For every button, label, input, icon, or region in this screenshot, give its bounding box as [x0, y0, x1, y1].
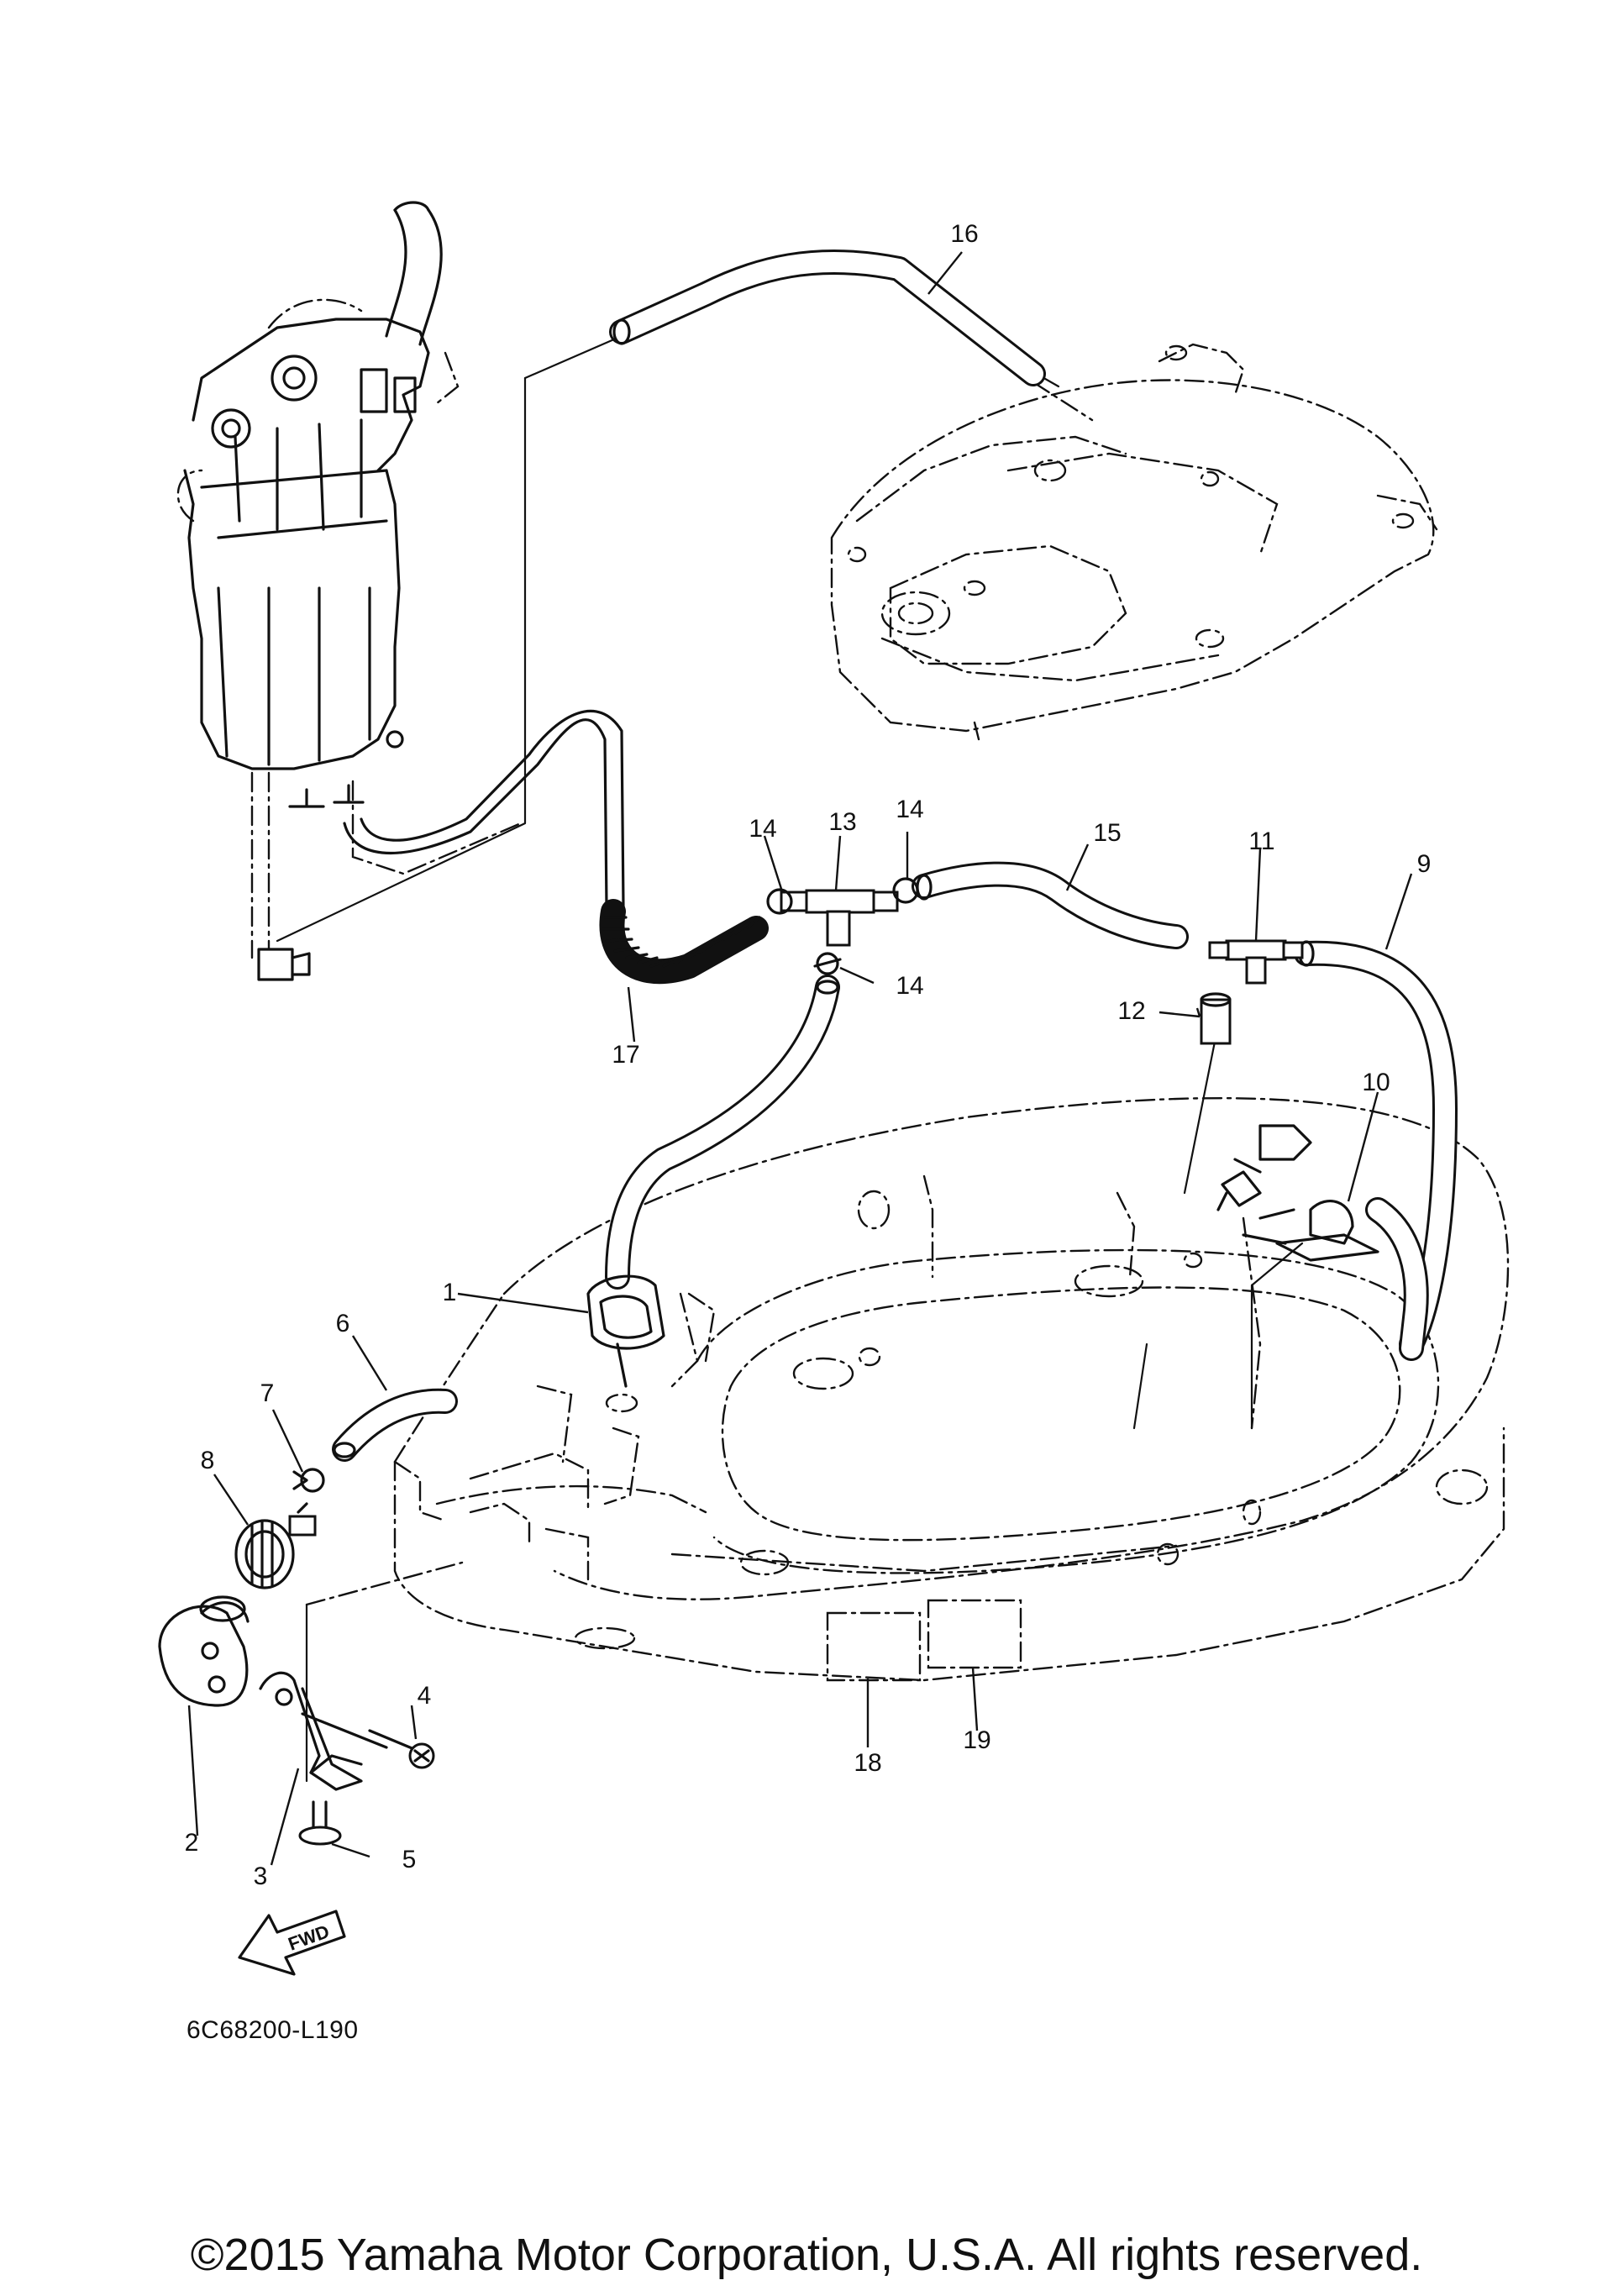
callout-18: 18 — [854, 1749, 881, 1777]
bolt-5 — [298, 1800, 342, 1846]
callout-14b: 14 — [896, 796, 923, 823]
callout-14c: 14 — [896, 972, 923, 1000]
callout-11: 11 — [1248, 828, 1274, 855]
t-joint-13 — [780, 889, 899, 947]
bottom-cowling — [393, 1096, 1510, 1682]
callout-17: 17 — [612, 1041, 639, 1069]
callout-14a: 14 — [749, 815, 776, 843]
callout-10: 10 — [1362, 1069, 1390, 1096]
callout-2: 2 — [185, 1829, 199, 1857]
bracket-3 — [259, 1671, 363, 1791]
clip-7 — [292, 1468, 325, 1493]
callout-4: 4 — [418, 1682, 432, 1710]
screw-4 — [301, 1712, 435, 1769]
callout-3: 3 — [254, 1863, 268, 1890]
callout-6: 6 — [336, 1310, 350, 1337]
clip-14 — [766, 877, 919, 975]
copyright-notice: ©2015 Yamaha Motor Corporation, U.S.A. A… — [190, 2230, 1423, 2280]
callout-12: 12 — [1117, 997, 1145, 1025]
part-code: 6C68200-L190 — [187, 2016, 359, 2044]
callout-8: 8 — [201, 1447, 215, 1474]
hose-9 — [1294, 940, 1458, 1361]
label-plates — [826, 1599, 1022, 1682]
callout-15: 15 — [1093, 819, 1121, 847]
hose-main — [605, 975, 840, 1290]
callout-7: 7 — [260, 1379, 275, 1407]
connector-8 — [234, 1502, 317, 1589]
vapor-separator — [176, 201, 523, 981]
grommet-1 — [586, 1274, 665, 1413]
callouts: 1 2 3 4 5 6 7 8 9 10 11 12 13 14 14 14 1… — [185, 220, 1432, 1890]
hose-17 — [343, 709, 769, 985]
hose-12 — [1200, 992, 1232, 1045]
callout-16: 16 — [950, 220, 978, 248]
hose-15 — [912, 861, 1189, 949]
callout-5: 5 — [402, 1846, 417, 1873]
fwd-arrow: FWD — [238, 1910, 346, 1976]
hose-16 — [609, 250, 1046, 386]
t-joint-11 — [1208, 939, 1304, 985]
callout-13: 13 — [828, 808, 856, 836]
callout-9: 9 — [1417, 850, 1432, 878]
cap-2 — [158, 1595, 250, 1707]
callout-1: 1 — [443, 1279, 457, 1306]
holder-10 — [1216, 1124, 1379, 1262]
bracket — [830, 343, 1438, 741]
hose-6 — [332, 1388, 458, 1462]
callout-19: 19 — [963, 1726, 990, 1754]
